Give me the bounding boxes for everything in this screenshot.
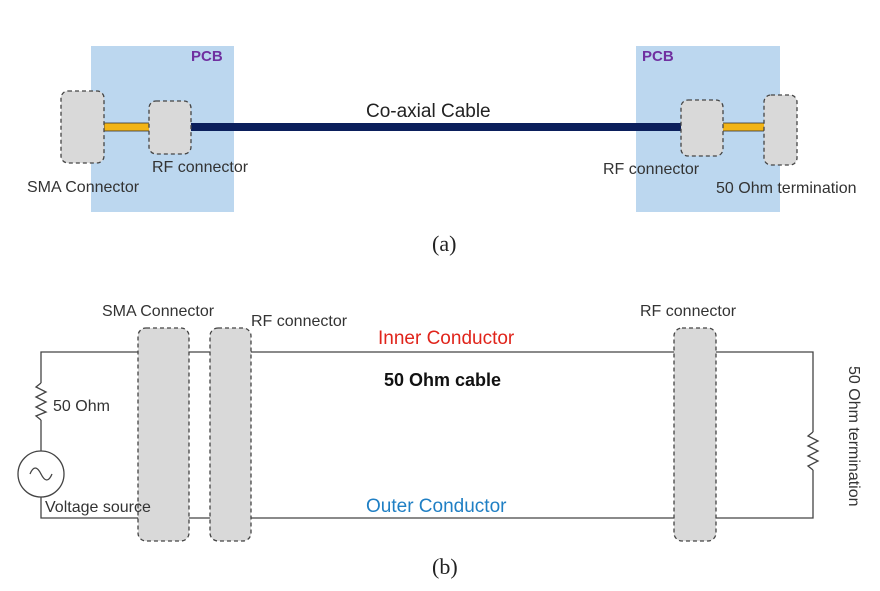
- panel-a: PCB PCB Co-axial Cable SMA Connector RF …: [27, 46, 857, 256]
- ac-voltage-source-icon: [17, 450, 65, 498]
- outer-conductor-label: Outer Conductor: [366, 496, 507, 517]
- inner-conductor-wire: [40, 351, 814, 432]
- rf-connector-right-label-b: RF connector: [640, 303, 737, 320]
- caption-a: (a): [432, 231, 456, 256]
- termination-resistor-icon: [806, 431, 820, 471]
- sma-connector-a: [60, 90, 105, 164]
- coaxial-cable-label: Co-axial Cable: [366, 101, 491, 122]
- cable-label-b: 50 Ohm cable: [384, 370, 501, 390]
- rf-connector-left-a: [148, 100, 192, 155]
- caption-b: (b): [432, 554, 458, 579]
- pcb-left-label: PCB: [191, 48, 223, 65]
- rf-connector-left-label-b: RF connector: [251, 313, 348, 330]
- resistor-label: 50 Ohm: [53, 398, 110, 415]
- rf-connector-left-b: [209, 327, 252, 542]
- sma-connector-label-b: SMA Connector: [102, 303, 215, 320]
- resistor-icon: [34, 382, 48, 421]
- coaxial-cable: [190, 123, 682, 131]
- pin-right: [721, 122, 766, 132]
- termination-label-b: 50 Ohm termination: [845, 366, 862, 507]
- sma-connector-label-a: SMA Connector: [27, 179, 140, 196]
- termination-label-a: 50 Ohm termination: [716, 180, 857, 197]
- rf-connector-right-b: [673, 327, 717, 542]
- rf-connector-right-a: [680, 99, 724, 157]
- rf-connector-left-label-a: RF connector: [152, 159, 249, 176]
- pcb-right-label: PCB: [642, 48, 674, 65]
- rf-connector-right-label-a: RF connector: [603, 161, 700, 178]
- sma-connector-b: [137, 327, 190, 542]
- panel-b: SMA Connector RF connector RF connector …: [17, 303, 862, 579]
- outer-conductor-wire: [40, 470, 814, 519]
- voltage-source-label: Voltage source: [45, 499, 151, 516]
- pin-left: [103, 122, 152, 132]
- inner-conductor-label: Inner Conductor: [378, 328, 515, 349]
- termination-a: [763, 94, 798, 166]
